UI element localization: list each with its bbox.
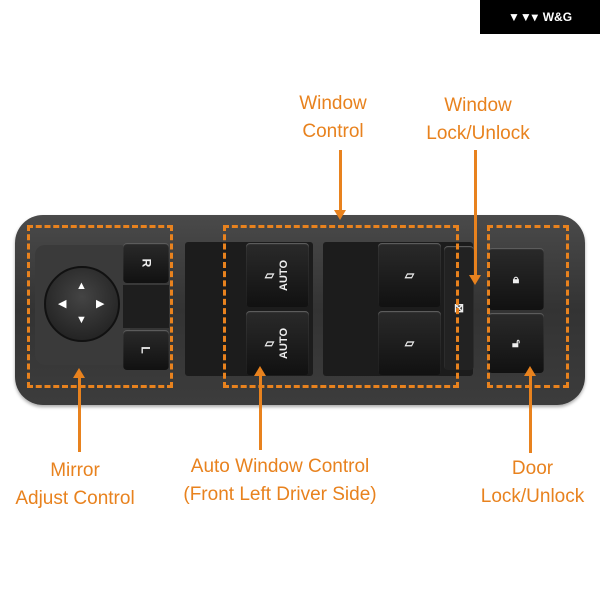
window-icon: ▱ [404,268,415,282]
arrow-head-icon [524,366,536,376]
arrow-head-icon [73,368,85,378]
front-right-window-up-switch[interactable]: ▱ [378,243,441,307]
mirror-arrow [78,377,81,452]
mirror-adjust-knob[interactable]: ▲ ◀ ▶ ▼ [44,266,120,342]
front-right-window-down-switch[interactable]: ▱ [378,311,441,375]
logo-text: W&G [542,10,573,24]
arrow-head-icon [469,275,481,285]
mirror-region-box [27,225,173,388]
window-region-box [223,225,459,388]
window-icon: ▱ [264,268,275,282]
label-auto-window: Auto Window Control (Front Left Driver S… [183,456,377,505]
mirror-right-button[interactable]: R [123,243,169,283]
door-region-box [487,225,569,388]
label-window-control: Window Control [299,93,367,142]
window-lock-button[interactable]: ⊠ [444,246,474,370]
lock-closed-icon: 🔒︎ [512,271,520,286]
mirror-left-button[interactable]: L [123,330,169,370]
arrow-left-icon: ◀ [58,298,67,310]
window-icon: ▱ [404,336,415,350]
auto-window-arrow [259,375,262,450]
brand-logo: ▼▼▾ W&G [480,0,600,34]
arrow-up-icon: ▲ [76,280,87,292]
mirror-select-rocker [123,285,169,328]
arrow-head-icon [254,366,266,376]
door-lock-button[interactable]: 🔒︎ [488,248,544,310]
door-unlock-button[interactable]: 🔓︎ [488,313,544,373]
label-door-lock: Door Lock/Unlock [480,458,585,507]
wg-chevrons-icon: ▼▼▾ [507,10,538,24]
arrow-right-icon: ▶ [96,298,105,310]
label-mirror-adjust: Mirror Adjust Control [15,460,135,509]
lock-open-icon: 🔓︎ [512,335,520,350]
front-left-window-down-switch[interactable]: ▱AUTO [246,311,309,375]
window-control-arrow [339,150,342,212]
door-lock-arrow [529,375,532,453]
window-icon: ▱ [264,336,275,350]
label-window-lock: Window Lock/Unlock [426,95,530,144]
arrow-head-icon [334,210,346,220]
front-left-window-up-switch[interactable]: ▱AUTO [246,243,309,307]
window-lock-arrow [474,150,477,275]
arrow-down-icon: ▼ [76,314,87,326]
window-lock-icon: ⊠ [453,301,465,315]
